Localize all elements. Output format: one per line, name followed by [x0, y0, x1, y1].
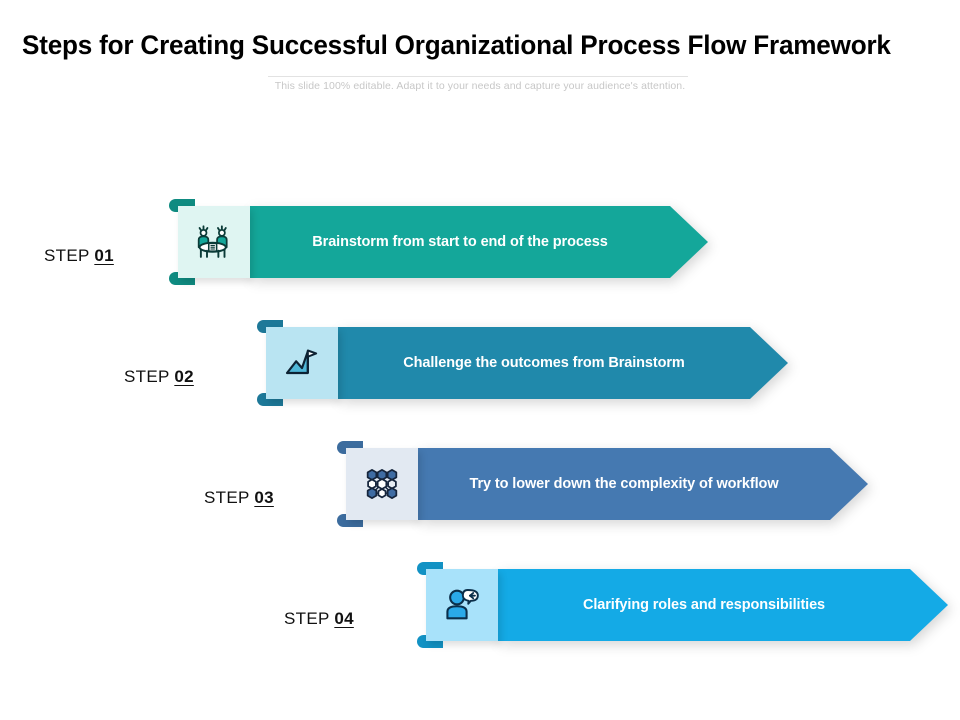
step-label-03: STEP 03 [204, 488, 274, 508]
step-arrow-03[interactable]: Try to lower down the complexity of work… [418, 448, 868, 520]
step-icon-container [337, 441, 418, 527]
step-description: Brainstorm from start to end of the proc… [312, 234, 608, 250]
step-label-prefix: STEP [124, 367, 175, 386]
step-icon-container [417, 562, 498, 648]
mountain-flag-icon [266, 327, 338, 399]
step-description: Clarifying roles and responsibilities [582, 597, 826, 613]
step-label-01: STEP 01 [44, 246, 114, 266]
step-label-prefix: STEP [204, 488, 255, 507]
title-divider [268, 76, 688, 77]
step-arrow-body: Try to lower down the complexity of work… [418, 448, 868, 520]
process-flow-steps: STEP 01 Brainstorm from start to end of t… [0, 170, 960, 670]
page-subtitle: This slide 100% editable. Adapt it to yo… [274, 80, 686, 92]
step-row: STEP 01 Brainstorm from start to end of t… [0, 199, 960, 306]
person-speech-icon [426, 569, 498, 641]
slide-header: Steps for Creating Successful Organizati… [0, 0, 960, 110]
step-arrow-02[interactable]: Challenge the outcomes from Brainstorm [338, 327, 788, 399]
step-arrow-04[interactable]: Clarifying roles and responsibilities [498, 569, 948, 641]
step-description: Challenge the outcomes from Brainstorm [403, 355, 685, 371]
step-arrow-01[interactable]: Brainstorm from start to end of the proc… [250, 206, 708, 278]
step-arrow-body: Challenge the outcomes from Brainstorm [338, 327, 788, 399]
step-number: 01 [94, 246, 114, 265]
step-arrow-body: Brainstorm from start to end of the proc… [250, 206, 708, 278]
step-label-04: STEP 04 [284, 609, 354, 629]
step-number: 03 [254, 488, 274, 507]
step-row: STEP 04 Clarifying roles and responsibili… [0, 562, 960, 669]
step-number: 04 [334, 609, 354, 628]
step-label-prefix: STEP [284, 609, 335, 628]
step-label-prefix: STEP [44, 246, 95, 265]
brainstorm-meeting-icon [178, 206, 250, 278]
step-row: STEP 03 Try to lower down the complexity … [0, 441, 960, 548]
step-icon-container [169, 199, 250, 285]
step-label-02: STEP 02 [124, 367, 194, 387]
hexagon-network-icon [346, 448, 418, 520]
page-title: Steps for Creating Successful Organizati… [22, 30, 891, 60]
step-number: 02 [174, 367, 194, 386]
step-description: Try to lower down the complexity of work… [469, 476, 779, 492]
step-row: STEP 02 Challenge the outcomes from Brain… [0, 320, 960, 427]
step-arrow-body: Clarifying roles and responsibilities [498, 569, 948, 641]
step-icon-container [257, 320, 338, 406]
